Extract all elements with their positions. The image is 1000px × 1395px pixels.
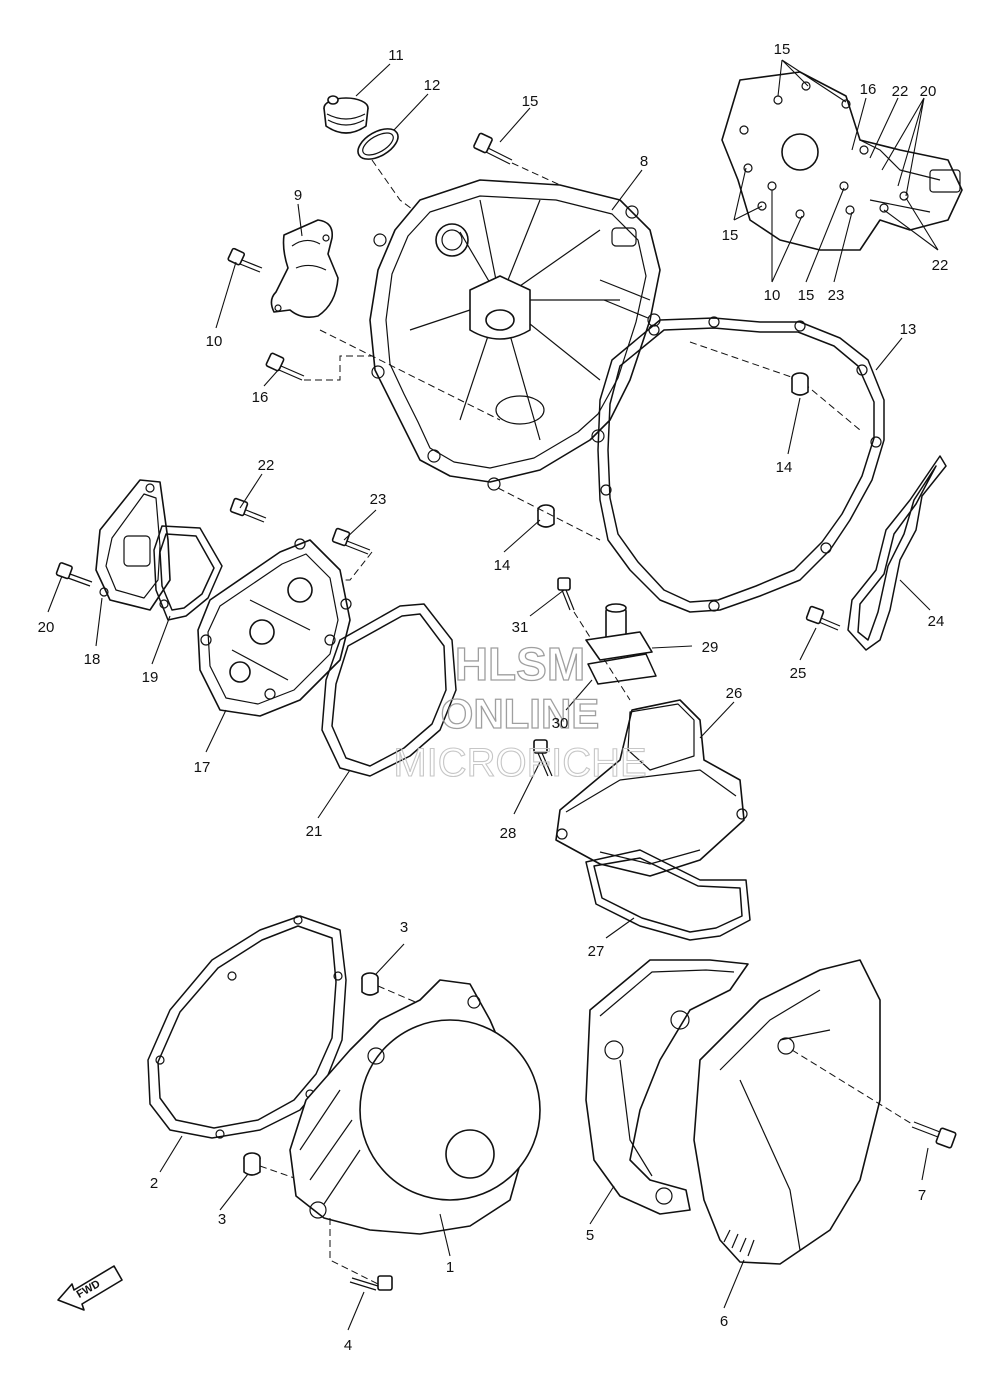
part-12-o-ring xyxy=(357,128,399,160)
callout-21: 21 xyxy=(306,823,323,840)
callout-11: 11 xyxy=(388,47,404,64)
callout-3: 3 xyxy=(218,1211,226,1228)
callout-23: 23 xyxy=(828,287,845,304)
part-8-crankcase-cover xyxy=(369,179,661,491)
callout-24: 24 xyxy=(928,613,945,630)
part-14-dowel-lower xyxy=(537,504,555,528)
part-28-bolt xyxy=(533,739,553,777)
callout-7: 7 xyxy=(918,1187,926,1204)
callout-14: 14 xyxy=(494,557,511,574)
part-6-sprocket-cover xyxy=(693,959,881,1265)
fwd-arrow-icon: FWD xyxy=(57,1265,123,1311)
part-11-plug xyxy=(323,95,369,134)
callout-27: 27 xyxy=(588,943,605,960)
callout-20: 20 xyxy=(38,619,55,636)
callout-28: 28 xyxy=(500,825,517,842)
part-4-bolt xyxy=(349,1275,393,1291)
callout-15: 15 xyxy=(774,41,791,58)
part-21-gasket xyxy=(321,603,457,777)
part-29-pipe xyxy=(585,603,653,661)
callout-15: 15 xyxy=(798,287,815,304)
part-5-bracket-cover xyxy=(585,959,749,1215)
callout-12: 12 xyxy=(424,77,441,94)
callout-18: 18 xyxy=(84,651,101,668)
callout-8: 8 xyxy=(640,153,648,170)
callout-1: 1 xyxy=(446,1259,454,1276)
callout-10: 10 xyxy=(764,287,781,304)
callout-25: 25 xyxy=(790,665,807,682)
part-27-breather-gasket xyxy=(585,849,751,941)
callout-14: 14 xyxy=(776,459,793,476)
part-7-bolt xyxy=(911,1121,957,1149)
callout-30: 30 xyxy=(552,715,569,732)
part-17-pump-housing xyxy=(197,538,352,717)
callout-2: 2 xyxy=(150,1175,158,1192)
part-16-bolt xyxy=(265,352,305,381)
leader-lines xyxy=(47,59,939,1331)
watermark-line1: HLSM xyxy=(455,638,585,690)
callout-9: 9 xyxy=(294,187,302,204)
part-19-pump-gasket xyxy=(153,525,223,621)
part-13-cover-gasket xyxy=(597,316,885,613)
callout-15: 15 xyxy=(522,93,539,110)
part-3-dowel-upper xyxy=(361,972,379,996)
part-23-bolt xyxy=(331,527,371,555)
callout-17: 17 xyxy=(194,759,211,776)
callout-15: 15 xyxy=(722,227,739,244)
part-14-dowel-upper xyxy=(791,372,809,396)
engine-case-detail xyxy=(721,71,963,251)
part-30-gasket xyxy=(587,653,657,685)
callout-16: 16 xyxy=(252,389,269,406)
part-26-breather-box xyxy=(555,699,748,877)
callout-23: 23 xyxy=(370,491,387,508)
callout-29: 29 xyxy=(702,639,719,656)
part-1-generator-cover xyxy=(289,979,541,1235)
callout-6: 6 xyxy=(720,1313,728,1330)
callout-13: 13 xyxy=(900,321,917,338)
callout-16: 16 xyxy=(860,81,877,98)
part-15-bolt-top xyxy=(473,132,513,165)
watermark-line2: ONLINE xyxy=(441,690,600,737)
callout-20: 20 xyxy=(920,83,937,100)
part-3-dowel-lower xyxy=(243,1152,261,1176)
part-31-bolt xyxy=(557,577,575,611)
callout-19: 19 xyxy=(142,669,159,686)
callout-31: 31 xyxy=(512,619,529,636)
callout-22: 22 xyxy=(892,83,909,100)
part-20-bolt xyxy=(55,562,93,587)
callout-5: 5 xyxy=(586,1227,594,1244)
watermark-line3: MICROFICHE xyxy=(393,741,646,785)
part-22-bolt xyxy=(229,497,267,523)
callout-26: 26 xyxy=(726,685,743,702)
part-9-cover xyxy=(270,219,339,318)
callout-22: 22 xyxy=(932,257,949,274)
part-24-gasket-strip xyxy=(847,455,947,651)
watermark: HLSM ONLINE MICROFICHE xyxy=(393,637,647,785)
part-10-bolt xyxy=(227,247,263,273)
part-25-bolt xyxy=(805,605,841,631)
callout-22: 22 xyxy=(258,457,275,474)
part-18-pump-body xyxy=(95,479,171,611)
callout-4: 4 xyxy=(344,1337,352,1354)
callout-10: 10 xyxy=(206,333,223,350)
callout-3: 3 xyxy=(400,919,408,936)
